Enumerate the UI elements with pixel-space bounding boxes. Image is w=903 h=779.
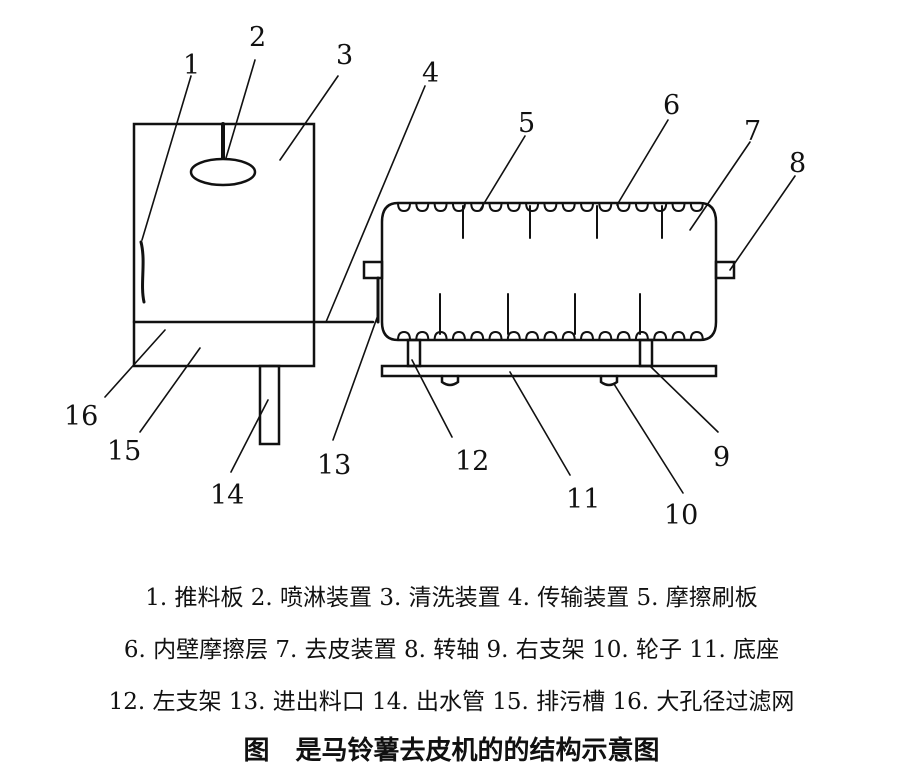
- friction-bump: [561, 202, 576, 213]
- friction-bump: [616, 202, 631, 213]
- friction-bump: [653, 330, 668, 341]
- pusher-plate: [139, 240, 146, 304]
- figure-title: 是马铃薯去皮机的的结构示意图: [295, 736, 660, 766]
- friction-bump: [525, 202, 540, 213]
- friction-bump: [525, 330, 540, 341]
- spray-head: [189, 157, 257, 187]
- friction-bump: [580, 202, 594, 213]
- label-1: 1: [183, 50, 200, 81]
- rotating-shaft-right: [714, 260, 736, 280]
- friction-bump: [415, 330, 430, 341]
- legend-line-1: 1. 推料板 2. 喷淋装置 3. 清洗装置 4. 传输装置 5. 摩擦刷板: [145, 585, 758, 611]
- label-4: 4: [422, 58, 439, 89]
- legend-line-2: 6. 内壁摩擦层 7. 去皮装置 8. 转轴 9. 右支架 10. 轮子 11.…: [123, 637, 780, 663]
- label-7: 7: [744, 116, 761, 147]
- friction-bump: [470, 330, 485, 341]
- machine-diagram: 1 2 3 4 5 6 7 8 9 10 11 12 13 14 15 16: [64, 22, 806, 531]
- label-5: 5: [518, 108, 535, 139]
- friction-bump: [543, 202, 558, 213]
- friction-bump: [580, 330, 594, 341]
- friction-bump: [415, 202, 430, 213]
- friction-bump: [451, 202, 466, 213]
- label-9: 9: [713, 442, 730, 473]
- friction-bump: [634, 330, 649, 341]
- label-12: 12: [455, 446, 489, 477]
- peeling-drum-body: [380, 201, 718, 342]
- friction-bump: [397, 330, 411, 341]
- friction-bump: [653, 202, 668, 213]
- wheel-right: [599, 374, 619, 387]
- right-support: [638, 338, 654, 368]
- friction-bump: [598, 202, 613, 213]
- left-support: [406, 338, 422, 368]
- friction-bump: [543, 330, 558, 341]
- friction-bump: [561, 330, 576, 341]
- friction-brush-plates: [439, 205, 663, 335]
- label-16: 16: [64, 401, 98, 432]
- friction-bump: [488, 202, 503, 213]
- friction-bump: [689, 202, 704, 213]
- label-15: 15: [107, 436, 141, 467]
- friction-bump: [506, 202, 521, 213]
- label-11: 11: [566, 484, 600, 515]
- friction-bump: [433, 202, 448, 213]
- rotating-shaft-left: [362, 260, 384, 280]
- friction-bump: [671, 330, 686, 341]
- friction-bump: [634, 202, 649, 213]
- inner-wall-friction-layer-bottom: [397, 330, 704, 341]
- label-8: 8: [789, 148, 806, 179]
- leader-lines: [104, 59, 796, 494]
- label-13: 13: [317, 450, 351, 481]
- label-6: 6: [663, 90, 680, 121]
- figure-caption: 图是马铃薯去皮机的的结构示意图: [0, 730, 903, 767]
- friction-bump: [598, 330, 613, 341]
- friction-bump: [488, 330, 503, 341]
- label-14: 14: [210, 480, 244, 511]
- friction-bump: [397, 202, 411, 213]
- inner-wall-friction-layer-top: [397, 202, 704, 213]
- figure-label: 图: [243, 736, 270, 766]
- friction-bump: [671, 202, 686, 213]
- wheel-left: [440, 374, 460, 387]
- label-10: 10: [664, 500, 698, 531]
- legend-line-3: 12. 左支架 13. 进出料口 14. 出水管 15. 排污槽 16. 大孔径…: [108, 689, 795, 715]
- cleaning-device-box: [132, 122, 316, 368]
- friction-bump: [689, 330, 704, 341]
- base-plate: [380, 364, 718, 378]
- outlet-water-pipe: [258, 364, 281, 446]
- friction-bump: [616, 330, 631, 341]
- label-2: 2: [249, 22, 266, 53]
- friction-bump: [451, 330, 466, 341]
- friction-bump: [506, 330, 521, 341]
- label-3: 3: [336, 40, 353, 71]
